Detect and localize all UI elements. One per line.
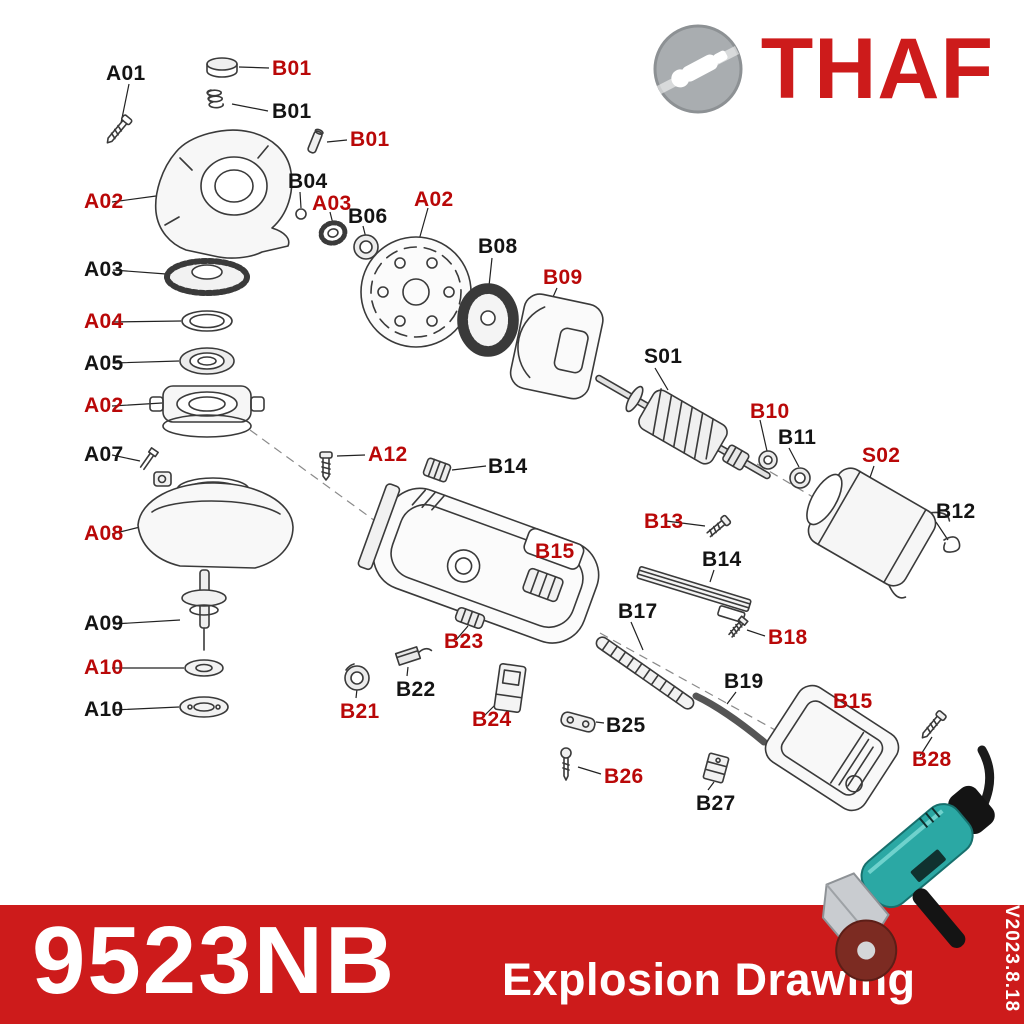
part-wire-clip-b12 bbox=[943, 536, 961, 553]
part-cap-b01 bbox=[206, 57, 238, 78]
part-stator-s02 bbox=[806, 467, 951, 599]
part-cord-armor-b17 bbox=[595, 636, 695, 710]
part-gear-housing-a02 bbox=[154, 129, 293, 259]
part-label-a04: A04 bbox=[84, 310, 124, 333]
part-screw-b13 bbox=[706, 514, 732, 538]
part-label-b15: B15 bbox=[535, 540, 575, 563]
part-label-a02: A02 bbox=[84, 394, 124, 417]
part-label-b04: B04 bbox=[288, 170, 328, 193]
part-baffle-b09 bbox=[509, 293, 604, 400]
part-label-a10: A10 bbox=[84, 656, 124, 679]
part-terminal-block-b27 bbox=[702, 752, 730, 784]
part-label-b17: B17 bbox=[618, 600, 658, 623]
part-label-a02: A02 bbox=[414, 188, 454, 211]
part-label-a07: A07 bbox=[84, 443, 124, 466]
part-label-a03: A03 bbox=[312, 192, 352, 215]
part-outer-flange-a10 bbox=[179, 696, 229, 718]
part-pin-b01 bbox=[307, 128, 324, 154]
part-screw-b26 bbox=[560, 747, 572, 781]
part-label-b09: B09 bbox=[543, 266, 583, 289]
part-label-a03: A03 bbox=[84, 258, 124, 281]
part-label-b25: B25 bbox=[606, 714, 646, 737]
part-screw-clip-a07 bbox=[139, 447, 172, 487]
part-screw-b28 bbox=[921, 710, 947, 739]
part-label-a10: A10 bbox=[84, 698, 124, 721]
part-label-b26: B26 bbox=[604, 765, 644, 788]
part-label-b01: B01 bbox=[350, 128, 390, 151]
version-text: V2023.8.18 bbox=[1001, 905, 1022, 1013]
grinder-logo-icon bbox=[653, 24, 743, 114]
part-switch-b24 bbox=[493, 663, 527, 713]
part-label-b08: B08 bbox=[478, 235, 518, 258]
part-switch-plate-b15 bbox=[522, 567, 564, 603]
part-label-b14: B14 bbox=[702, 548, 742, 571]
part-label-b10: B10 bbox=[750, 400, 790, 423]
part-washer-b04 bbox=[295, 208, 307, 220]
part-slider-b23 bbox=[454, 606, 486, 630]
part-label-b23: B23 bbox=[444, 630, 484, 653]
part-label-b22: B22 bbox=[396, 678, 436, 701]
part-carbon-brush-b22 bbox=[394, 646, 433, 666]
part-label-a12: A12 bbox=[368, 443, 408, 466]
part-bearing-box-a02 bbox=[149, 385, 265, 438]
part-motor-housing-b15 bbox=[357, 483, 600, 644]
part-bearing-b11 bbox=[789, 467, 811, 489]
part-label-b13: B13 bbox=[644, 510, 684, 533]
part-pinion-a03 bbox=[318, 220, 348, 246]
part-brush-cap-b14 bbox=[422, 457, 452, 483]
part-cord-clamp-b25 bbox=[560, 711, 596, 733]
part-cap-b21 bbox=[344, 663, 370, 691]
part-label-a05: A05 bbox=[84, 352, 124, 375]
part-spring-b01 bbox=[206, 89, 224, 109]
part-label-a01: A01 bbox=[106, 62, 146, 85]
part-label-b01: B01 bbox=[272, 100, 312, 123]
part-label-b21: B21 bbox=[340, 700, 380, 723]
part-wheel-guard-a08 bbox=[137, 477, 294, 569]
part-rotor-s01 bbox=[595, 374, 771, 480]
part-label-a08: A08 bbox=[84, 522, 124, 545]
part-label-b01: B01 bbox=[272, 57, 312, 80]
part-retaining-ring-a04 bbox=[181, 310, 233, 332]
part-fan-b08 bbox=[457, 283, 519, 357]
part-crown-gear-a03 bbox=[164, 258, 250, 296]
part-rear-housing-b15 bbox=[764, 684, 900, 812]
part-bearing-a05 bbox=[179, 347, 235, 375]
part-washer-b10 bbox=[758, 450, 778, 470]
part-label-b28: B28 bbox=[912, 748, 952, 771]
part-spindle-a09 bbox=[181, 569, 227, 651]
part-screw-a01 bbox=[106, 114, 133, 144]
brand-wordmark: THAF bbox=[760, 21, 994, 117]
part-label-b15: B15 bbox=[833, 690, 873, 713]
product-photo bbox=[821, 745, 995, 982]
part-label-b06: B06 bbox=[348, 205, 388, 228]
part-label-b24: B24 bbox=[472, 708, 512, 731]
part-label-b19: B19 bbox=[724, 670, 764, 693]
part-label-b18: B18 bbox=[768, 626, 808, 649]
part-screw-a12 bbox=[319, 451, 333, 481]
part-power-cord-b19 bbox=[692, 692, 768, 746]
assembly-axis-lines bbox=[249, 429, 819, 737]
brand: THAF bbox=[651, 22, 994, 116]
part-label-s02: S02 bbox=[862, 444, 901, 467]
part-label-b27: B27 bbox=[696, 792, 736, 815]
part-label-b11: B11 bbox=[778, 426, 817, 449]
model-number: 9523NB bbox=[32, 907, 397, 1014]
part-spring-screw-b18 bbox=[728, 615, 749, 638]
part-bearing-b06 bbox=[353, 234, 379, 260]
part-label-s01: S01 bbox=[644, 345, 683, 368]
part-label-b12: B12 bbox=[936, 500, 976, 523]
part-label-a09: A09 bbox=[84, 612, 124, 635]
part-label-a02: A02 bbox=[84, 190, 124, 213]
part-inner-flange-a10 bbox=[184, 659, 224, 677]
part-label-b14: B14 bbox=[488, 455, 528, 478]
